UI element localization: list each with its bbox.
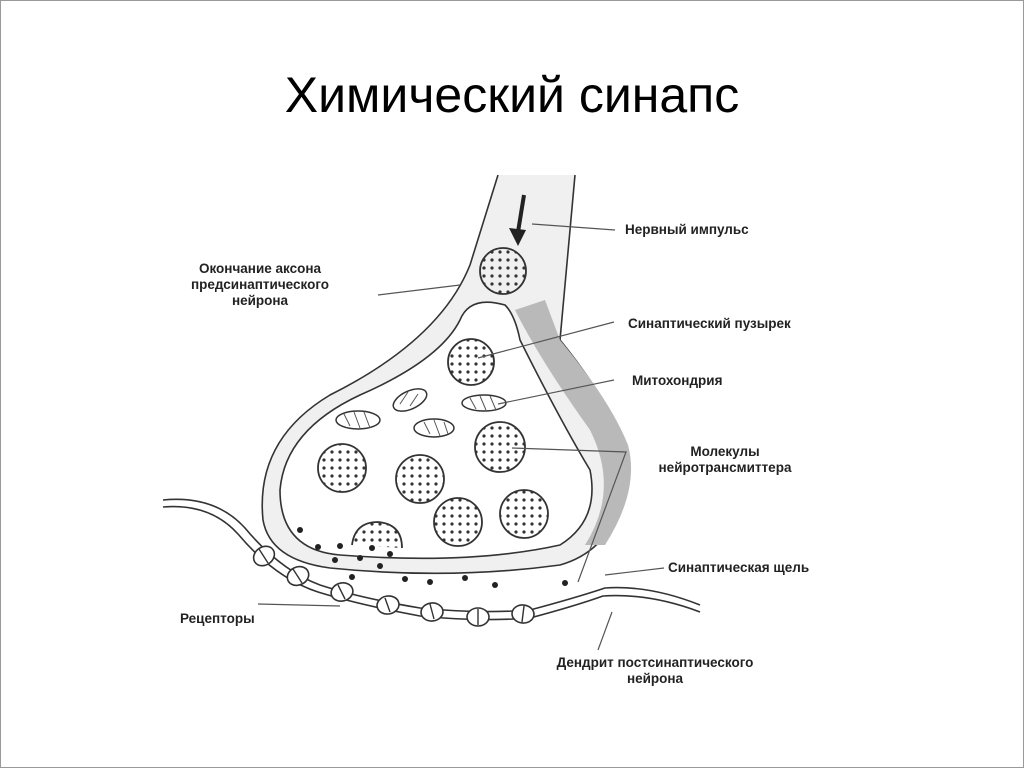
label-synaptic-cleft: Синаптическая щель [668,560,810,575]
dendrite-membrane-bottom [162,505,701,621]
label-mitochondrion: Митохондрия [632,373,723,388]
membrane-shaded-band [515,300,632,545]
vesicle-3 [317,443,367,493]
label-axon-line-1: Окончание аксона [198,261,322,276]
vesicle-6 [499,489,549,539]
label-axon-line-3: нейрона [231,293,289,308]
leader-mito [497,379,615,405]
impulse-arrowhead [509,228,526,246]
label-impulse: Нервный импульс [625,222,749,237]
fusing-vesicle [351,521,403,549]
impulse-arrow-shaft [516,194,526,233]
vesicle-2 [474,421,526,473]
label-dendrite-line-2: нейрона [626,671,684,686]
leader-impulse [531,223,616,231]
leader-cleft [604,567,665,576]
vesicle-axon [479,247,527,295]
mitochondrion-1 [335,410,381,430]
label-molecules-line-2: нейротрансмиттера [658,460,792,475]
leader-molecules [511,447,627,583]
vesicle-5 [433,497,483,547]
neurotransmitter-molecules [297,527,568,588]
leader-receptors [257,603,341,607]
leader-axon [377,284,461,296]
leader-vesicle [477,321,615,359]
vesicle-1 [447,338,495,386]
dendrite-membrane-top [162,498,701,613]
label-axon-terminal: Окончание аксона предсинаптического нейр… [170,261,350,309]
label-dendrite-line-1: Дендрит постсинаптического [556,655,754,670]
vesicles [317,247,549,547]
mitochondrion-3 [413,418,455,438]
label-molecules-line-1: Молекулы [690,444,760,459]
slide-title: Химический синапс [284,67,740,123]
label-axon-line-2: предсинаптического [190,277,330,292]
label-molecules: Молекулы нейротрансмиттера [650,444,800,476]
leader-dendrite [597,611,613,651]
mitochondrion-2 [392,388,428,412]
mitochondrion-4 [461,394,507,412]
label-receptors: Рецепторы [180,611,255,626]
label-dendrite: Дендрит постсинаптического нейрона [520,655,790,687]
label-vesicle: Синаптический пузырек [628,316,791,331]
vesicle-4 [395,454,445,504]
